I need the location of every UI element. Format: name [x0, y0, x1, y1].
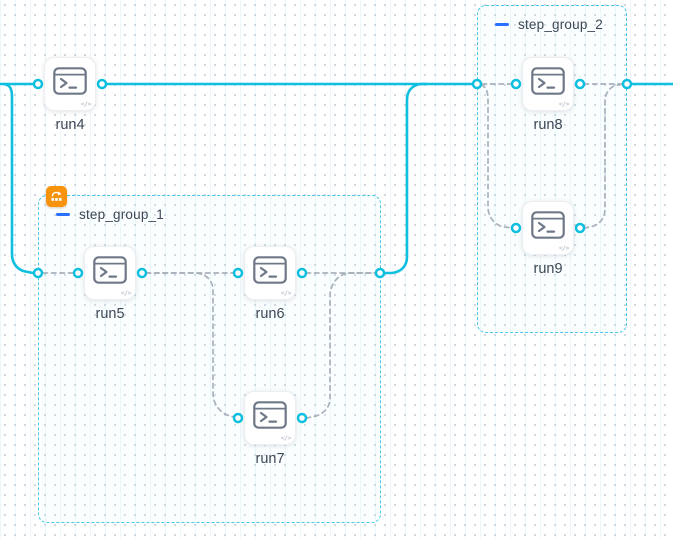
port-step_group_1-right[interactable] — [374, 267, 386, 279]
node-label-run7: run7 — [255, 451, 285, 467]
group-label: step_group_2 — [518, 17, 603, 32]
port-run5-right[interactable] — [136, 267, 148, 279]
code-icon: </> — [558, 100, 570, 108]
port-run5-left[interactable] — [72, 267, 84, 279]
port-step_group_1-left[interactable] — [32, 267, 44, 279]
node-run7[interactable]: </> — [244, 391, 296, 445]
terminal-icon — [253, 256, 287, 289]
code-icon: </> — [120, 289, 132, 297]
code-icon: </> — [280, 434, 292, 442]
edge-in-branch-to-group1[interactable] — [2, 82, 35, 275]
code-icon: </> — [558, 244, 570, 252]
code-icon: </> — [80, 100, 92, 108]
port-run7-left[interactable] — [232, 412, 244, 424]
node-run4[interactable]: </> — [44, 57, 96, 111]
group-step_group_2[interactable]: step_group_2 — [477, 5, 627, 333]
code-icon: </> — [280, 289, 292, 297]
port-run4-left[interactable] — [32, 78, 44, 90]
group-header: step_group_2 — [495, 17, 603, 32]
node-label-run5: run5 — [95, 306, 125, 322]
port-run7-right[interactable] — [296, 412, 308, 424]
port-run9-right[interactable] — [574, 222, 586, 234]
port-run6-left[interactable] — [232, 267, 244, 279]
collapse-minus-icon[interactable] — [56, 212, 70, 217]
port-run8-right[interactable] — [574, 78, 586, 90]
terminal-icon — [531, 67, 565, 100]
terminal-icon — [531, 211, 565, 244]
port-step_group_2-right[interactable] — [621, 78, 633, 90]
port-run8-left[interactable] — [510, 78, 522, 90]
node-label-run9: run9 — [533, 261, 563, 277]
port-step_group_2-left[interactable] — [471, 78, 483, 90]
terminal-icon — [253, 401, 287, 434]
edge-group1-out-join[interactable] — [383, 82, 428, 275]
group-label: step_group_1 — [79, 207, 164, 222]
port-run4-right[interactable] — [96, 78, 108, 90]
node-label-run4: run4 — [55, 117, 85, 133]
node-run8[interactable]: </> — [522, 57, 574, 111]
loop-items-icon[interactable] — [46, 186, 67, 207]
terminal-icon — [53, 67, 87, 100]
node-run6[interactable]: </> — [244, 246, 296, 300]
collapse-minus-icon[interactable] — [495, 22, 509, 27]
group-header: step_group_1 — [56, 207, 164, 222]
node-label-run6: run6 — [255, 306, 285, 322]
port-run9-left[interactable] — [510, 222, 522, 234]
node-label-run8: run8 — [533, 117, 563, 133]
group-step_group_1[interactable]: step_group_1 — [38, 186, 381, 523]
node-run9[interactable]: </> — [522, 201, 574, 255]
terminal-icon — [93, 256, 127, 289]
port-run6-right[interactable] — [296, 267, 308, 279]
node-run5[interactable]: </> — [84, 246, 136, 300]
